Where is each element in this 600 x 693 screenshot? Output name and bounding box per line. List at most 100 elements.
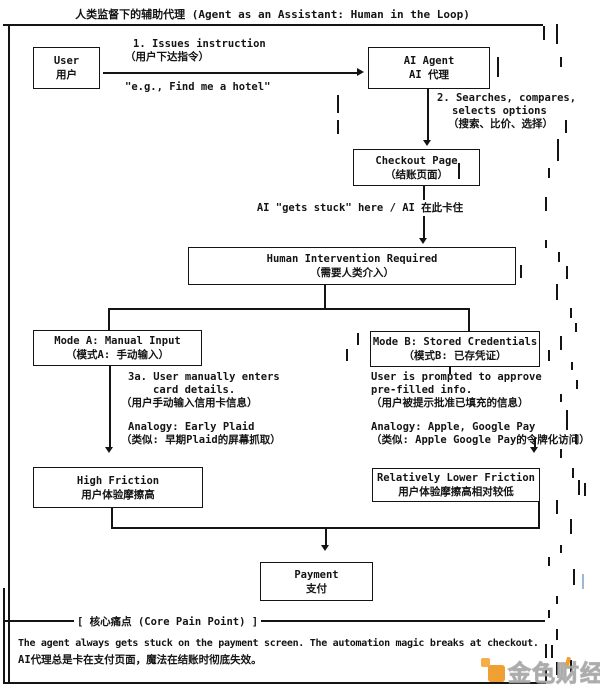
mode-a-note-4: Analogy: Early Plaid — [128, 421, 255, 433]
arrow-down-icon — [105, 447, 113, 453]
arrow-down-icon — [321, 545, 329, 551]
edge-intervention-down — [324, 285, 326, 309]
border-artifact — [548, 610, 550, 618]
node-ai-agent: AI Agent AI 代理 — [368, 47, 490, 89]
node-intervention: Human Intervention Required （需要人类介入） — [188, 247, 516, 285]
node-payment-zh: 支付 — [306, 582, 327, 595]
border-artifact — [346, 349, 348, 361]
mode-b-note-5: （类似: Apple Google Pay的令牌化访问） — [371, 434, 590, 446]
border-artifact — [560, 449, 562, 458]
mode-b-note-3: （用户被提示批准已填充的信息） — [371, 397, 529, 409]
border-artifact — [357, 333, 359, 345]
border-artifact — [545, 197, 547, 211]
node-payment: Payment 支付 — [260, 562, 373, 601]
frame-top-border — [3, 24, 543, 26]
node-user-zh: 用户 — [56, 69, 77, 81]
border-artifact — [572, 468, 574, 478]
border-artifact — [570, 519, 572, 534]
border-artifact — [560, 57, 562, 67]
mode-b-note-1: User is prompted to approve — [371, 371, 542, 383]
edge-label-search-2: selects options — [452, 105, 547, 117]
border-artifact — [556, 24, 558, 44]
node-lower-friction: Relatively Lower Friction 用户体验摩擦高相对较低 — [372, 468, 540, 502]
border-artifact — [582, 574, 584, 589]
edge-agent-to-checkout — [427, 89, 429, 141]
pain-point-text-en: The agent always gets stuck on the payme… — [18, 638, 539, 649]
frame-left-border-double — [3, 588, 5, 683]
border-artifact — [570, 308, 572, 318]
branch-left-drop — [108, 308, 110, 330]
border-artifact — [337, 95, 339, 113]
branch-right-drop — [468, 308, 470, 331]
border-artifact — [556, 629, 558, 640]
node-mode-a: Mode A: Manual Input （模式A: 手动输入） — [33, 330, 202, 366]
border-artifact — [573, 569, 575, 585]
pain-point-divider — [3, 620, 545, 622]
arrow-down-icon — [530, 447, 538, 453]
node-checkout-en: Checkout Page — [375, 154, 458, 167]
watermark-brand: 金色财经 — [508, 661, 600, 688]
frame-bottom-border — [3, 682, 546, 684]
border-artifact — [545, 670, 547, 681]
node-mode-b-zh: （模式B: 已存凭证） — [403, 350, 507, 362]
border-artifact — [571, 362, 573, 370]
edge-label-instruction-zh: （用户下达指令） — [125, 51, 209, 63]
merge-horizontal — [111, 527, 540, 529]
border-artifact — [566, 410, 568, 430]
edge-checkout-down-2 — [423, 216, 425, 238]
edge-merge-down — [325, 528, 327, 545]
border-artifact — [556, 662, 558, 675]
border-artifact — [545, 240, 547, 248]
merge-left-drop — [111, 508, 113, 528]
border-artifact — [584, 483, 586, 496]
mode-a-note-1: 3a. User manually enters — [128, 371, 280, 383]
border-artifact — [565, 120, 567, 133]
node-mode-a-en: Mode A: Manual Input — [54, 335, 181, 347]
border-artifact — [578, 480, 580, 495]
edge-user-to-agent — [103, 72, 358, 74]
border-artifact — [560, 394, 562, 402]
border-artifact — [520, 265, 522, 278]
mode-a-note-5: （类似: 早期Plaid的屏幕抓取） — [121, 434, 281, 446]
border-artifact — [556, 284, 558, 300]
border-artifact — [570, 660, 572, 672]
node-ai-agent-zh: AI 代理 — [409, 69, 449, 81]
edge-mode-a-down — [109, 366, 111, 448]
node-high-friction-zh: 用户体验摩擦高 — [81, 488, 155, 501]
border-artifact — [548, 168, 550, 178]
border-artifact — [560, 336, 562, 350]
node-high-friction: High Friction 用户体验摩擦高 — [33, 467, 203, 508]
diagram-title: 人类监督下的辅助代理 (Agent as an Assistant: Human… — [75, 8, 470, 21]
arrow-right-icon — [357, 68, 364, 76]
border-artifact — [557, 139, 559, 161]
arrow-down-icon — [419, 238, 427, 244]
watermark-logo-icon — [488, 665, 505, 682]
node-user: User 用户 — [33, 47, 100, 89]
frame-left-border — [8, 24, 10, 683]
border-artifact — [575, 323, 577, 332]
border-artifact — [558, 252, 560, 262]
edge-label-instruction-en: 1. Issues instruction — [133, 38, 266, 50]
border-artifact — [560, 545, 562, 553]
node-checkout-zh: （结账页面） — [385, 168, 448, 181]
mode-a-note-3: （用户手动输入信用卡信息） — [121, 397, 258, 409]
edge-label-search-zh: （搜索、比价、选择） — [448, 118, 553, 130]
border-artifact — [543, 26, 545, 40]
edge-mode-b-down — [534, 438, 536, 447]
pain-point-text-zh: AI代理总是卡在支付页面，魔法在结账时彻底失效。 — [18, 654, 262, 666]
border-artifact — [556, 596, 558, 604]
node-ai-agent-en: AI Agent — [403, 55, 455, 67]
border-artifact — [551, 645, 553, 658]
edge-mode-b-tick — [449, 367, 451, 374]
node-checkout: Checkout Page （结账页面） — [353, 149, 480, 186]
border-artifact — [575, 434, 577, 444]
node-mode-b-en: Mode B: Stored Credentials — [372, 336, 538, 348]
node-high-friction-en: High Friction — [76, 474, 160, 487]
border-artifact — [556, 500, 558, 514]
edge-label-example: "e.g., Find me a hotel" — [125, 81, 271, 93]
watermark-logo-icon — [481, 658, 490, 667]
branch-horizontal — [108, 308, 470, 310]
mode-b-note-4: Analogy: Apple, Google Pay — [371, 421, 536, 433]
node-lower-friction-en: Relatively Lower Friction — [376, 472, 536, 484]
